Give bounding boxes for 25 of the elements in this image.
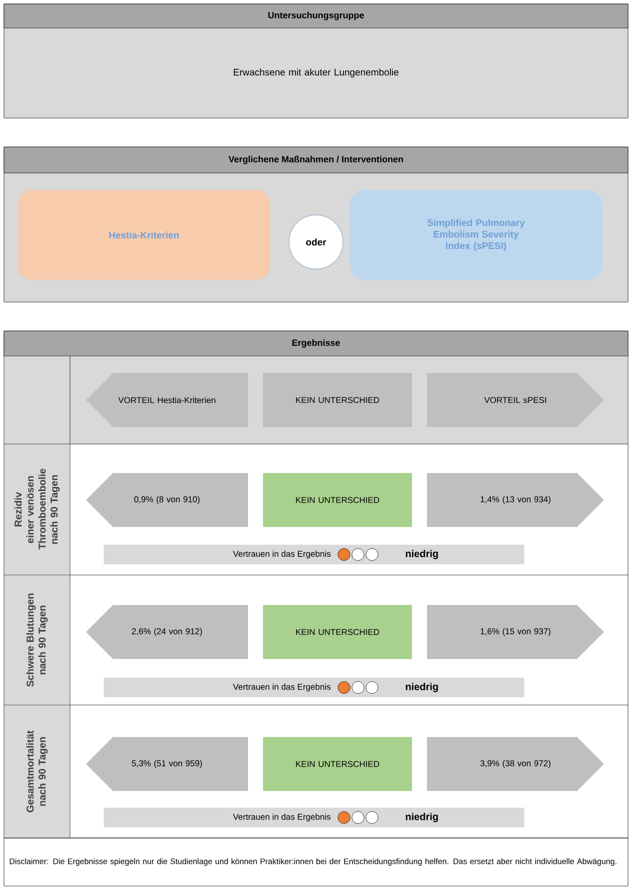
node-label: Gesamtmortalität nach 90 Tagen	[26, 730, 48, 812]
disclaimer-box: Disclaimer: Die Ergebnisse spiegeln nur die Studienlage und können Praktiker:innen bei der Entscheidungsfindung helfen. Das ersetzt aber nicht individuelle Abwägung.	[4, 838, 628, 886]
right-arrow-banner: VORTEIL sPESI	[427, 373, 604, 427]
result-box: KEIN UNTERSCHIED	[263, 737, 412, 791]
right-arrow-banner: 1,6% (15 von 937)	[427, 605, 604, 659]
confidence-bar: Vertrauen in das Ergebnis niedrig	[104, 544, 524, 564]
row-label-cell: Rezidiv einer venösen Thromboembolie nach 90 Tagen	[4, 444, 70, 574]
result-box: KEIN UNTERSCHIED	[263, 373, 412, 427]
result-box: KEIN UNTERSCHIED	[263, 605, 412, 659]
row-label-cell: Schwere Blutungen nach 90 Tagen	[4, 576, 70, 704]
node-label: Rezidiv einer venösen Thromboembolie nach 90 Tagen	[14, 468, 60, 550]
option-box: Simplified Pulmonary Embolism Severity Index (sPESI)	[350, 190, 602, 280]
panel: Untersuchungsgruppe Erwachsene mit akuter Lungenembolie	[4, 4, 628, 118]
right-arrow-banner: 1,4% (13 von 934)	[427, 473, 604, 527]
left-arrow-banner: 2,6% (24 von 912)	[86, 605, 248, 659]
row-label-cell: Gesamtmortalität nach 90 Tagen	[4, 706, 70, 838]
node-label: Schwere Blutungen nach 90 Tagen	[26, 594, 48, 687]
left-arrow-banner: 5,3% (51 von 959)	[86, 737, 248, 791]
result-box: KEIN UNTERSCHIED	[263, 473, 412, 527]
confidence-bar: Vertrauen in das Ergebnis niedrig	[104, 678, 524, 698]
left-arrow-banner: VORTEIL Hestia-Kriterien	[86, 373, 248, 427]
right-arrow-banner: 3,9% (38 von 972)	[427, 737, 604, 791]
option-box: Hestia-Kriterien	[18, 190, 270, 280]
left-arrow-banner: 0,9% (8 von 910)	[86, 473, 248, 527]
confidence-bar: Vertrauen in das Ergebnis niedrig	[104, 808, 524, 828]
